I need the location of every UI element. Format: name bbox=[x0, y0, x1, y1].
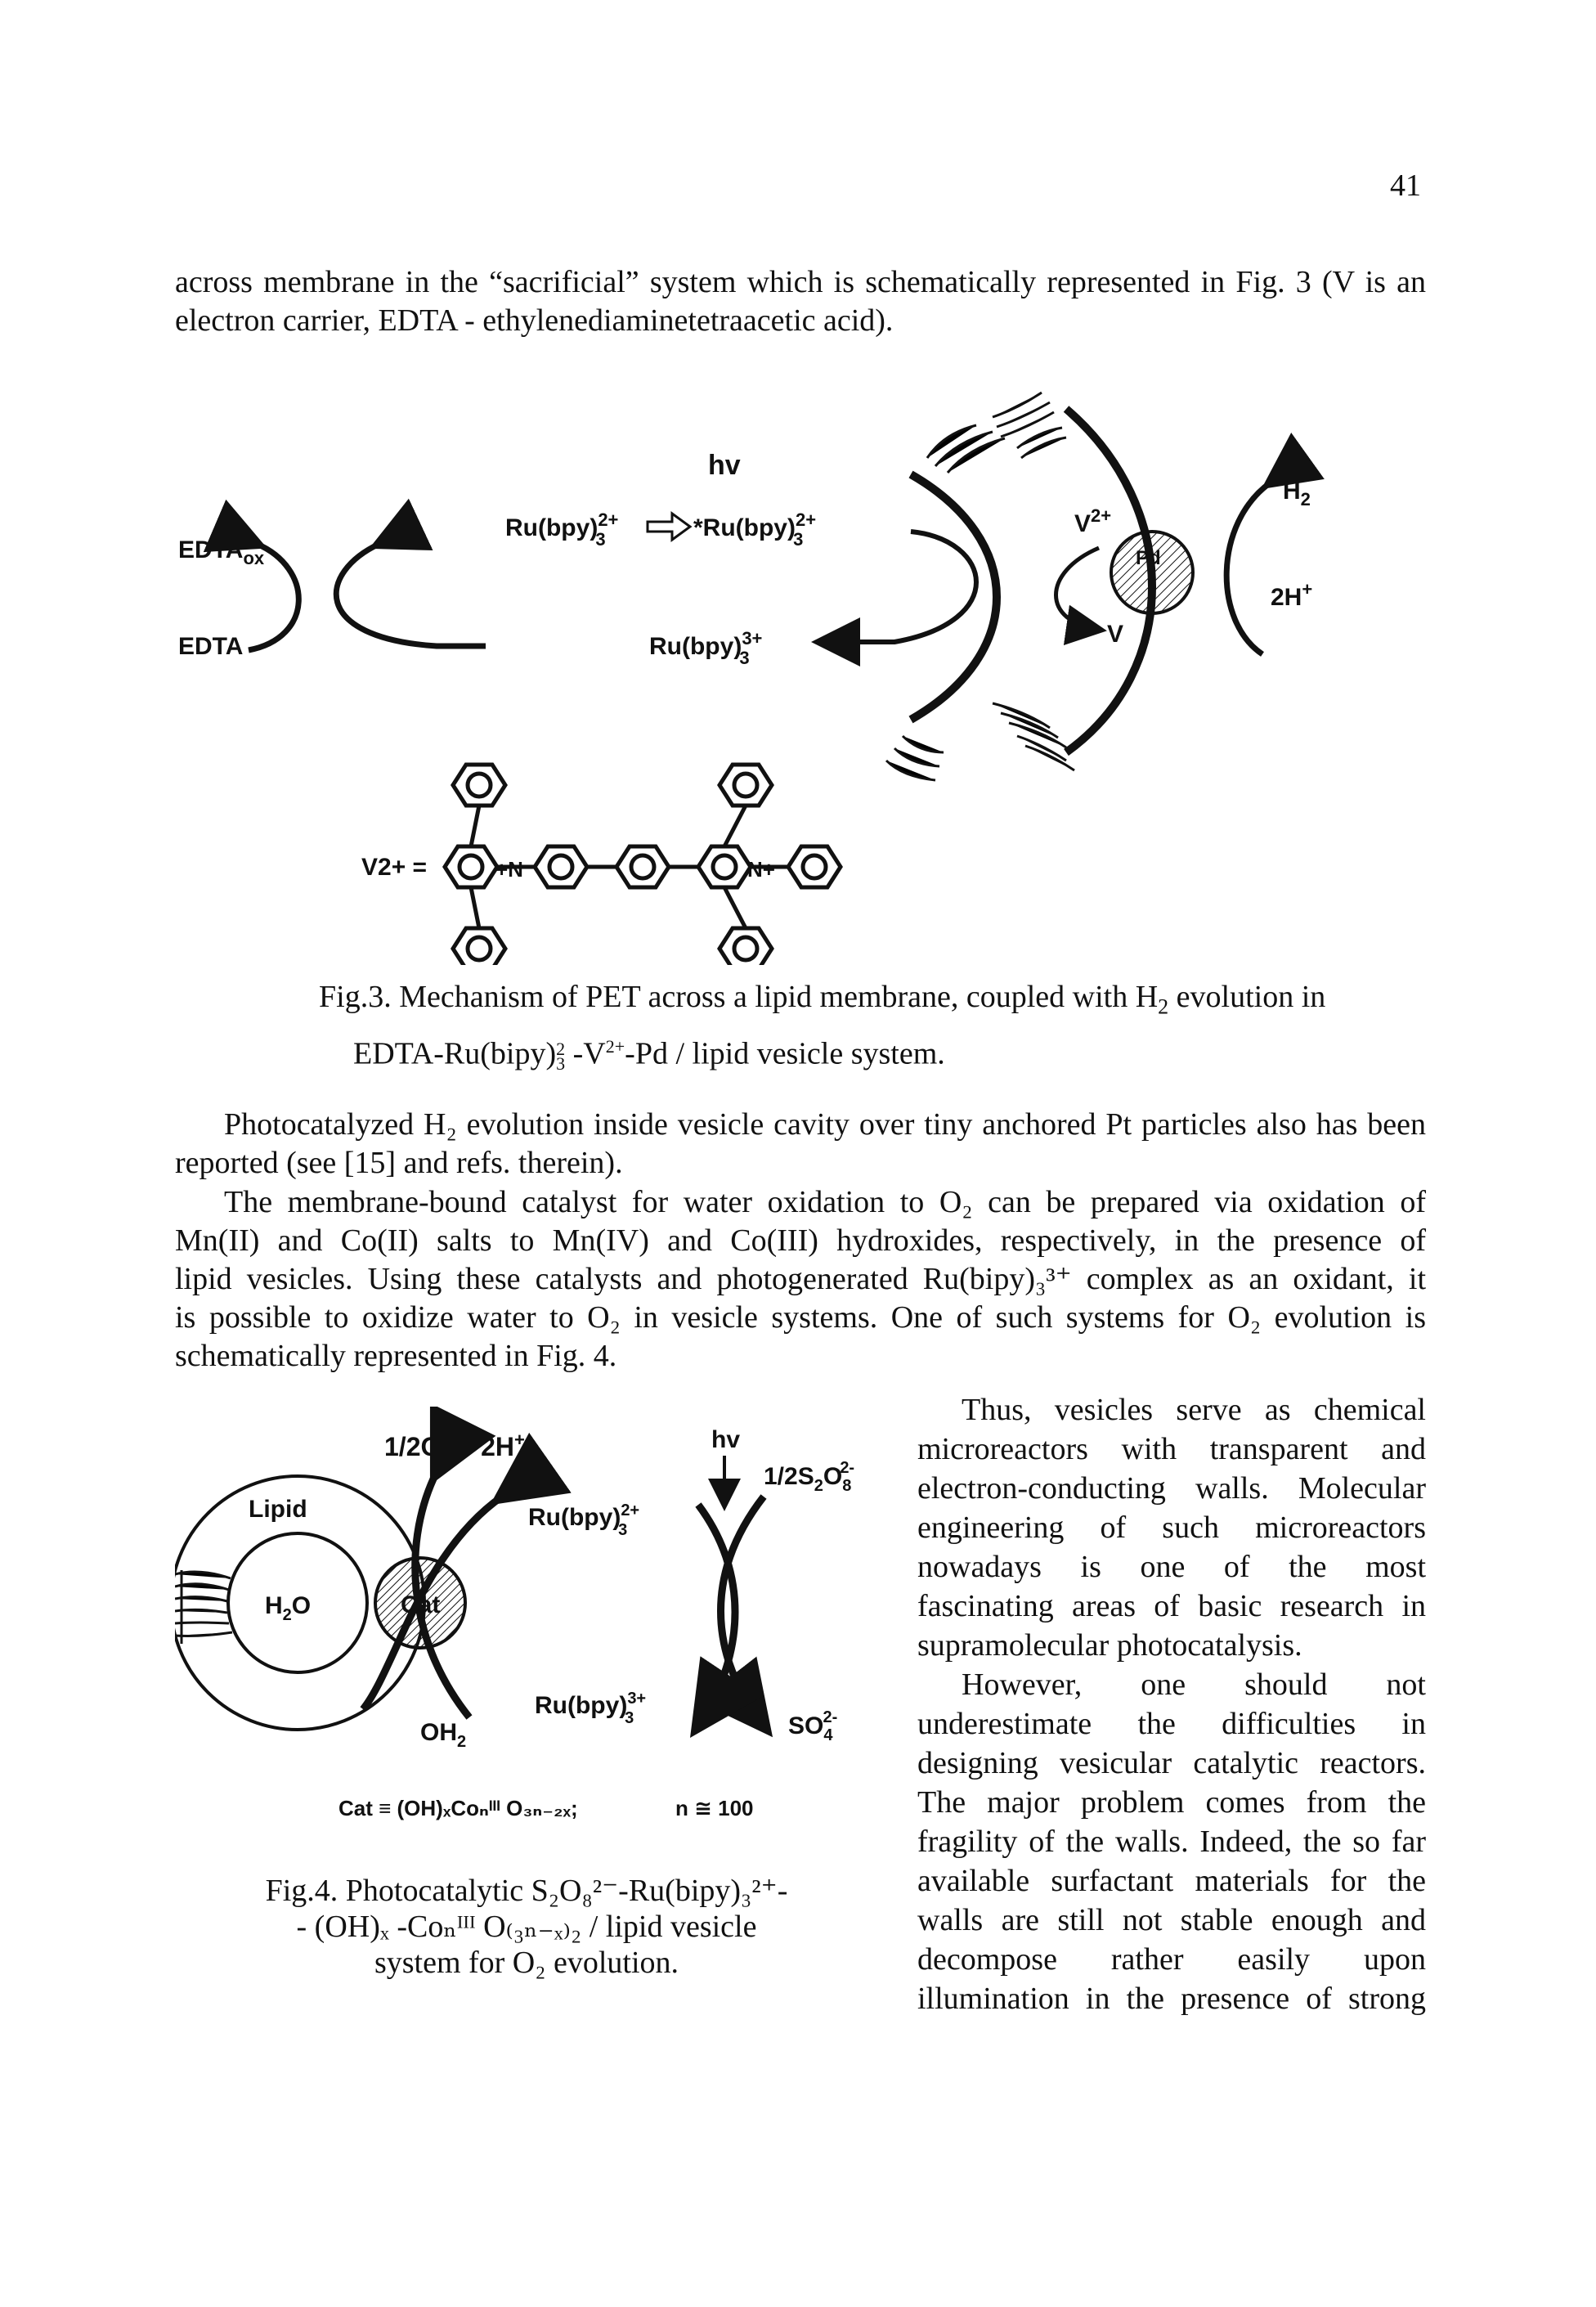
right-col-line: engineering of such microreactors bbox=[917, 1510, 1426, 1545]
fig4-vesicle-inner bbox=[226, 1532, 369, 1674]
right-col-line: illumination in the presence of strong bbox=[917, 1982, 1426, 2016]
right-col-line: decompose rather easily upon bbox=[917, 1942, 1426, 1977]
right-col-line: However, one should not bbox=[962, 1667, 1426, 1702]
fig4-so4-label: SO42- bbox=[788, 1708, 837, 1744]
fig4-caption-line: - (OH)ₓ -Coₙᴵᴵᴵ O₍₃ₙ₋ₓ₎₂ / lipid vesicle bbox=[296, 1910, 757, 1944]
paragraph-pt-particles: Photocatalyzed H₂ evolution inside vesic… bbox=[175, 1107, 1426, 1180]
fig3-caption-line1: Fig.3. Mechanism of PET across a lipid m… bbox=[319, 980, 1326, 1019]
para2-line: is possible to oxidize water to O₂ in ve… bbox=[175, 1300, 1426, 1335]
fig3-caption: Fig.3. Mechanism of PET across a lipid m… bbox=[319, 977, 1382, 1073]
fig3-excitation-arrow bbox=[646, 511, 693, 542]
fig3-n-plus-right: N+ bbox=[747, 857, 775, 882]
fig3-pd-label: Pd bbox=[1136, 547, 1161, 569]
fig3-edta-label: EDTA bbox=[178, 633, 243, 660]
right-col-line: Thus, vesicles serve as chemical bbox=[962, 1393, 1426, 1427]
fig4-persulfate-curve bbox=[698, 1494, 773, 1738]
right-col-line: fragility of the walls. Indeed, the so f… bbox=[917, 1825, 1426, 1859]
para2-line: Mn(II) and Co(II) salts to Mn(IV) and Co… bbox=[175, 1223, 1426, 1258]
fig4-oh2-label: OH2 bbox=[420, 1719, 466, 1751]
fig3-v-label: V bbox=[1107, 621, 1123, 648]
fig3-ru-2plus-label: Ru(bpy)2+3 bbox=[505, 509, 618, 550]
right-col-line: supramolecular photocatalysis. bbox=[917, 1628, 1302, 1663]
fig3-lipid-tails-lower bbox=[885, 702, 1075, 782]
fig4-lipid-patch bbox=[175, 1570, 233, 1644]
para2-line: lipid vesicles. Using these catalysts an… bbox=[175, 1262, 1426, 1296]
fig4-caption-line: system for O₂ evolution. bbox=[374, 1946, 679, 1980]
fig4-caption-line: Fig.4. Photocatalytic S₂O₈²⁻-Ru(bipy)₃²⁺… bbox=[265, 1874, 788, 1908]
page-number: 41 bbox=[1390, 168, 1421, 203]
fig4-hv-label: hv bbox=[711, 1426, 740, 1453]
para2-line: schematically represented in Fig. 4. bbox=[175, 1339, 617, 1373]
fig3-ru-curve-left bbox=[333, 498, 486, 649]
fig3-v2plus-label: V2+ bbox=[1074, 505, 1111, 537]
fig3-hv-label: hv bbox=[708, 450, 741, 481]
fig3-ru-3plus-label: Ru(bpy)3+3 bbox=[649, 628, 762, 668]
intro-paragraph: across membrane in the “sacrificial” sys… bbox=[175, 265, 1426, 338]
fig4-h2o-label: H2O bbox=[265, 1592, 311, 1624]
right-col-line: electron-conducting walls. Molecular bbox=[917, 1471, 1426, 1506]
fig4-ru2-label: Ru(bpy)2+3 bbox=[528, 1501, 639, 1539]
fig4-ru-curve-right bbox=[690, 1502, 762, 1738]
fig4-caption: Fig.4. Photocatalytic S₂O₈²⁻-Ru(bipy)₃²⁺… bbox=[175, 1873, 878, 1981]
fig3-membrane-inner bbox=[908, 470, 1001, 724]
fig3-edta-curve-left bbox=[203, 499, 302, 653]
fig3-edta-ox-label: EDTAox bbox=[178, 536, 265, 568]
right-col-line: nowadays is one of the most bbox=[917, 1550, 1426, 1584]
fig4-ru3-label: Ru(bpy)3+3 bbox=[535, 1690, 646, 1727]
right-col-line: microreactors with transparent and bbox=[917, 1432, 1426, 1466]
right-column-text: Thus, vesicles serve as chemical microre… bbox=[917, 1390, 1426, 2018]
figure-4-diagram: 1/2O2 + 2H+ hv 1/2S2O82- Lipid H2O Cat R… bbox=[175, 1407, 854, 1820]
fig4-o2-curve bbox=[411, 1407, 496, 1720]
fig3-viologen-label: V2+ = bbox=[361, 854, 427, 881]
fig4-n-value: n ≅ 100 bbox=[675, 1796, 754, 1820]
fig3-n-plus-left: +N bbox=[495, 857, 523, 882]
fig4-s2o8-label: 1/2S2O82- bbox=[764, 1459, 854, 1495]
fig3-ru-excited-label: *Ru(bpy)2+3 bbox=[693, 509, 816, 550]
fig4-cat-formula: Cat ≡ (OH)ₓCoₙᴵᴵᴵ O₃ₙ₋₂ₓ; bbox=[338, 1796, 578, 1820]
fig3-pd-particle bbox=[1110, 530, 1195, 615]
right-col-line: underestimate the difficulties in bbox=[917, 1707, 1426, 1741]
fig3-h2-label: H2 bbox=[1283, 478, 1311, 509]
fig3-v-cycle-arrow bbox=[1054, 545, 1107, 646]
right-col-line: designing vesicular catalytic reactors. bbox=[917, 1746, 1426, 1780]
fig4-lipid-label: Lipid bbox=[249, 1496, 307, 1523]
right-col-line: fascinating areas of basic research in bbox=[917, 1589, 1426, 1623]
fig4-o2-label: 1/2O2 + 2H+ bbox=[384, 1430, 525, 1466]
fig3-viologen-structure bbox=[442, 762, 843, 965]
fig3-h2-evolution-arrow bbox=[1223, 432, 1325, 657]
fig3-2h-label: 2H+ bbox=[1271, 579, 1312, 611]
fig3-lipid-tails-upper bbox=[926, 391, 1067, 474]
right-col-line: walls are still not stable enough and bbox=[917, 1903, 1426, 1937]
figure-3-diagram: hv EDTAox EDTA Ru(bpy)2+3 *Ru(bpy)2+3 Ru… bbox=[178, 391, 1325, 965]
fig4-ru-curve-left bbox=[360, 1432, 572, 1712]
right-col-line: The major problem comes from the bbox=[917, 1785, 1426, 1820]
paragraph-water-oxidation: The membrane-bound catalyst for water ox… bbox=[175, 1183, 1426, 1376]
right-col-line: available surfactant materials for the bbox=[917, 1864, 1426, 1898]
fig3-electron-transfer-arrow bbox=[811, 529, 979, 667]
para2-line: The membrane-bound catalyst for water ox… bbox=[224, 1185, 1426, 1219]
